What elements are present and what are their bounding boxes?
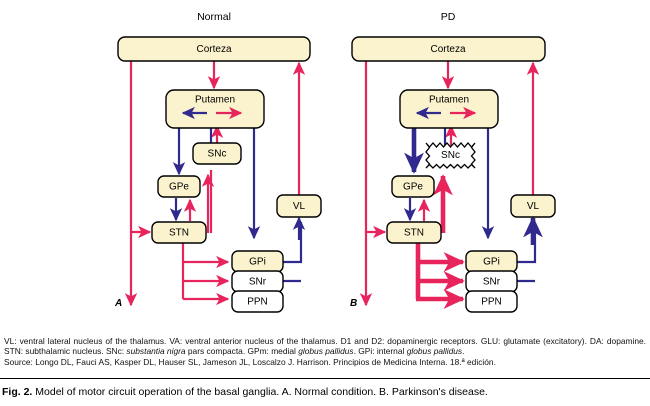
panel-pd: PD [350, 11, 556, 313]
box-label-gpi: GPi [483, 257, 500, 268]
caption-text: Model of motor circuit operation of the … [35, 386, 488, 398]
box-label-ppn: PPN [481, 297, 502, 308]
box-label-ppn: PPN [247, 297, 268, 308]
box-putamen-normal[interactable]: Putamen [165, 89, 265, 129]
box-snr-normal[interactable]: SNr [231, 270, 284, 293]
panel-letter-b: B [350, 298, 357, 309]
connectors-normal [124, 61, 306, 307]
box-vl-pd[interactable]: VL [510, 194, 556, 218]
panel-letter-a: A [114, 298, 122, 309]
box-label-gpe: GPe [403, 182, 423, 193]
basal-ganglia-diagram: Normal [114, 11, 556, 313]
box-label-vl: VL [527, 201, 540, 212]
figure-legend: VL: ventral lateral nucleus of the thala… [4, 336, 646, 367]
edge-gpi-vl-seg [283, 222, 303, 264]
panel-title-pd: PD [441, 11, 456, 23]
box-label-putamen: Putamen [429, 95, 469, 106]
panel-title-normal: Normal [197, 11, 231, 23]
box-label-stn: STN [404, 228, 424, 239]
box-gpe-pd[interactable]: GPe [391, 175, 435, 198]
box-ppn-pd[interactable]: PPN [465, 290, 518, 313]
box-vl-normal[interactable]: VL [276, 194, 322, 218]
boxes-normal: Corteza Putamen SNc GPe [117, 36, 322, 313]
legend-abbreviations: VL: ventral lateral nucleus of the thala… [4, 336, 646, 357]
boxes-pd: Corteza Putamen SNc GPe [351, 36, 556, 313]
panel-normal: Normal [114, 11, 322, 313]
box-label-putamen: Putamen [195, 95, 235, 106]
box-snc-normal[interactable]: SNc [192, 142, 242, 165]
box-label-snc: SNc [441, 150, 460, 161]
box-label-stn: STN [169, 228, 189, 239]
box-label-cortex: Corteza [196, 44, 231, 55]
connectors-pd [359, 61, 543, 309]
box-label-gpi: GPi [249, 257, 266, 268]
box-cortex-pd[interactable]: Corteza [351, 36, 546, 62]
box-label-snr: SNr [249, 277, 267, 288]
caption-divider [0, 378, 650, 379]
box-stn-normal[interactable]: STN [151, 221, 207, 244]
box-label-snr: SNr [483, 277, 501, 288]
box-label-cortex: Corteza [430, 44, 465, 55]
box-gpe-normal[interactable]: GPe [157, 175, 201, 198]
box-label-gpe: GPe [169, 182, 189, 193]
box-cortex-normal[interactable]: Corteza [117, 36, 311, 62]
box-ppn-normal[interactable]: PPN [231, 290, 284, 313]
box-label-snc: SNc [208, 149, 227, 160]
box-gpi-pd[interactable]: GPi [465, 250, 518, 273]
legend-source: Source: Longo DL, Fauci AS, Kasper DL, H… [4, 356, 496, 367]
box-gpi-normal[interactable]: GPi [231, 250, 284, 273]
box-snr-pd[interactable]: SNr [465, 270, 518, 293]
box-label-vl: VL [293, 201, 306, 212]
box-putamen-pd[interactable]: Putamen [399, 89, 499, 129]
box-stn-pd[interactable]: STN [386, 221, 442, 244]
caption-label: Fig. 2. [2, 386, 33, 398]
figure-caption: Fig. 2. Model of motor circuit operation… [2, 386, 648, 398]
box-snc-pd[interactable]: SNc [425, 142, 476, 169]
